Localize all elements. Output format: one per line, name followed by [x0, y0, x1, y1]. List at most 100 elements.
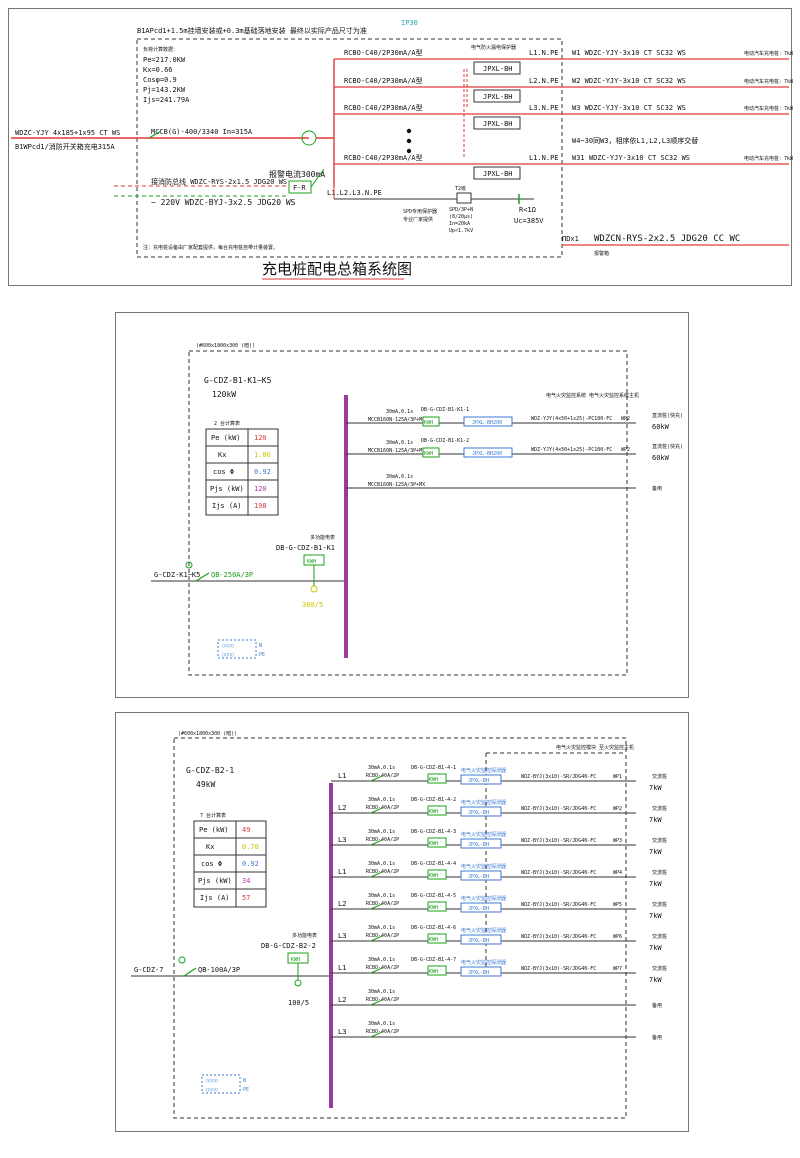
d3-branch-jpxl-box	[460, 934, 502, 945]
branch-3-phase: L3.N.PE	[529, 104, 559, 112]
d2b1-load: 60kW	[652, 423, 670, 431]
pe-label-2: PE	[259, 652, 265, 658]
d3-branch-rcd: 30mA,0.1s	[368, 765, 395, 771]
main-breaker-2: QB-250A/3P	[211, 571, 253, 579]
spd2-up: Up<1.7kV	[449, 228, 473, 234]
d3-branch-phase: L2	[338, 804, 346, 812]
d3-branch-switch	[370, 967, 383, 974]
calc-ijs: Ijs=241.79A	[143, 96, 190, 104]
d3-branch-rcd: 30mA,0.1s	[368, 1021, 395, 1027]
incoming-node-3	[178, 956, 186, 964]
d3-branch-7: L130mA,0.1sRCBO-40A/2PDB-G-CDZ-B1-4-7KWH…	[331, 957, 667, 984]
alarm-cable: WDZCN-RYS-2x2.5 JDG20 CC WC	[594, 234, 740, 244]
calc-title: 负荷计算数据：	[143, 46, 178, 53]
diagram-3-svg: (#600x1800x300 (暗)) G-CDZ-B2-1 49kW 7 台计…	[131, 730, 667, 1119]
leak-current: 报警电流300mA	[269, 169, 325, 179]
d3-branch-rcd: 30mA,0.1s	[368, 957, 395, 963]
d2b2-db: DB-G-CDZ-B1-K1-2	[421, 438, 469, 444]
d3-branch-jpxl-box	[460, 902, 502, 913]
d3-branch-jpxl-note: 电气火灾监控探测器	[461, 895, 506, 902]
d3-branch-breaker: RCBO-40A/2P	[366, 901, 399, 907]
spd1-label: SPD专用保护器	[403, 208, 437, 215]
calc-cos: Cosφ=0.9	[143, 76, 177, 84]
branch-1-phase: L1.N.PE	[529, 49, 559, 57]
d3-branch-cable: WDZ-BYJ(3x10)-SR/JDG40-FC	[521, 838, 596, 844]
d3-branch-kwh-box	[427, 773, 447, 784]
calc-table-title-3: 7 台计算表	[200, 812, 226, 819]
d3-branch-4: L130mA,0.1sRCBO-40A/2PDB-G-CDZ-B1-4-4KWH…	[331, 861, 667, 888]
d3-branch-phase: L2	[338, 996, 346, 1004]
t2-label: T2级	[455, 185, 466, 192]
meter-name-2: DB-G-CDZ-B1-K1	[276, 544, 335, 552]
d2b3-load-note: 备用	[652, 485, 662, 492]
header-note: B1APcd1+1.5m挂墙安装或+0.3m基础落地安装 最终以实际产品尺寸为准	[137, 26, 367, 35]
d3-branch-breaker: RCBO-40A/2P	[366, 805, 399, 811]
d2b3-rcd: 30mA,0.1s	[386, 474, 413, 480]
tbl3-pe-value: 49	[242, 826, 250, 834]
meter-note-2: 多功能电表	[310, 534, 335, 541]
d3-branch-breaker: RCBO-40A/2P	[366, 837, 399, 843]
d3-branch-wp: WP1	[613, 774, 622, 780]
d3-branch-kwh: KWH	[429, 777, 438, 783]
continuation-dot-2	[406, 138, 412, 144]
d3-branch-6: L330mA,0.1sRCBO-40A/2PDB-G-CDZ-B1-4-6KWH…	[331, 925, 667, 952]
d3-branch-switch	[370, 935, 383, 942]
fire-note-2: 电气火灾监控系统 电气火灾监控系统主机	[546, 392, 639, 399]
d3-branch-switch	[370, 807, 383, 814]
n-terminals-2: ○○○○	[222, 643, 234, 649]
d3-branch-phase: L3	[338, 932, 346, 940]
branch-31-phase: L1.N.PE	[529, 154, 559, 162]
d2b2-breaker: MCCB160N-125A/3P+MX	[368, 448, 425, 454]
d2b2-kwh: KWH	[424, 451, 433, 457]
enclosure-3	[173, 737, 627, 1119]
d3-branch-wp: WP2	[613, 806, 622, 812]
d3-branch-wp: WP6	[613, 934, 622, 940]
d3-branch-phase: L3	[338, 836, 346, 844]
branch-3: RCBO-C40/2P30mA/A型 JPXL-BH L3.N.PE W3 WD…	[334, 103, 794, 130]
d3-branch-kwh-box	[427, 869, 447, 880]
d3-branch-switch	[370, 871, 383, 878]
d3-branch-jpxl: JPXL-BH	[468, 842, 489, 848]
d3-branch-db: DB-G-CDZ-B1-4-4	[411, 861, 456, 867]
d2b1-wp: WP2	[621, 416, 630, 422]
tbl-kx-label: Kx	[218, 451, 226, 459]
d3-branch-load-note: 交流桩	[652, 805, 667, 812]
alarm-note: 报警箱	[594, 250, 609, 257]
d3-branch-switch	[370, 999, 383, 1006]
calc-table-title: 2 台计算表	[214, 420, 240, 427]
d3-branch-jpxl-note: 电气火灾监控探测器	[461, 863, 506, 870]
panel-name: G-CDZ-B1-K1~K5	[204, 376, 272, 385]
d3-branch-switch	[370, 839, 383, 846]
tbl-ijs-label: Ijs (A)	[212, 502, 242, 510]
d3-branch-jpxl-box	[460, 966, 502, 977]
ct-ratio-2: 300/5	[302, 601, 323, 609]
d3-branch-db: DB-G-CDZ-B1-4-3	[411, 829, 456, 835]
fr-link	[310, 168, 325, 188]
ac220-label: ~ 220V WDZC-BYJ-3x2.5 JDG20 WS	[151, 198, 296, 207]
d3-branch-jpxl: JPXL-BH	[468, 778, 489, 784]
d3-branch-phase: L3	[338, 1028, 346, 1036]
d3-branch-kwh: KWH	[429, 841, 438, 847]
kwh-3: KWH	[291, 957, 300, 963]
d3-branch-kwh: KWH	[429, 809, 438, 815]
branch-31-jpxl: JPXL-BH	[483, 170, 513, 178]
calc-kx: Kx=0.66	[143, 66, 173, 74]
d3-branch-phase: L1	[338, 868, 346, 876]
d2b1-load-note: 直流桩(快充)	[652, 412, 683, 419]
tbl3-ijs-label: Ijs (A)	[200, 894, 230, 902]
d3-branch-rcd: 30mA,0.1s	[368, 925, 395, 931]
d3-branch-load-note: 交流桩	[652, 773, 667, 780]
tbl3-cos-value: 0.92	[242, 860, 259, 868]
branch-3-rcbo: RCBO-C40/2P30mA/A型	[344, 103, 423, 112]
d3-branch-jpxl-note: 电气火灾监控探测器	[461, 799, 506, 806]
enclosure-2	[188, 350, 628, 676]
incoming-cable: WDZC-YJY 4x185+1x95 CT WS	[15, 129, 120, 137]
branch-1-load: 电动汽车充电桩：7kW	[744, 50, 794, 57]
branch-1-jpxl-note: 电气防火漏电保护器	[471, 44, 516, 51]
branch-1-jpxl: JPXL-BH	[483, 65, 513, 73]
d3-branch-kwh: KWH	[429, 969, 438, 975]
d3-branch-load-note: 交流桩	[652, 837, 667, 844]
ct-ratio-3: 100/5	[288, 999, 309, 1007]
branch-3-jpxl: JPXL-BH	[483, 120, 513, 128]
branch-1-cable: W1 WDZC-YJY-3x10 CT SC32 WS	[572, 49, 686, 57]
